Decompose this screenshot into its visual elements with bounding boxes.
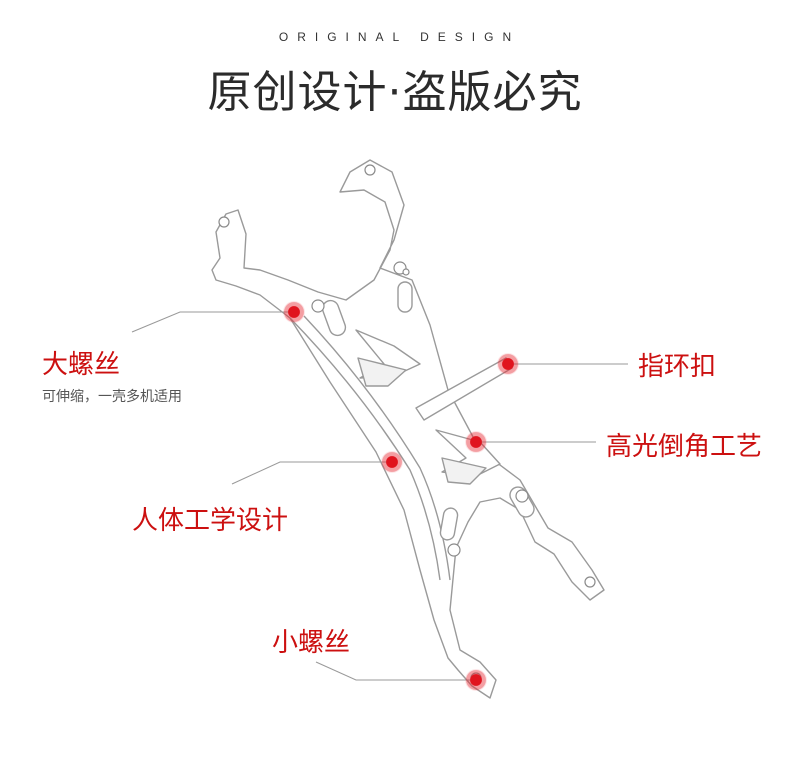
chamfer-marker [465,431,487,453]
chamfer-label: 高光倒角工艺 [606,432,763,462]
small-screw-label: 小螺丝 [272,628,351,658]
ring-buckle-label: 指环扣 [638,352,717,382]
page-title: 原创设计·盗版必究 [207,67,583,118]
ergonomic-marker [381,451,403,473]
header-subtitle: ORIGINAL DESIGN [278,30,521,44]
ring-buckle-marker [497,353,519,375]
big-screw-marker [283,301,305,323]
ergonomic-label: 人体工学设计 [132,506,289,536]
small-screw-marker [465,669,487,691]
phone-holder-illustration [211,159,605,699]
big-screw-label: 大螺丝 [42,350,121,380]
big-screw-description: 可伸缩，一壳多机适用 [42,389,182,405]
